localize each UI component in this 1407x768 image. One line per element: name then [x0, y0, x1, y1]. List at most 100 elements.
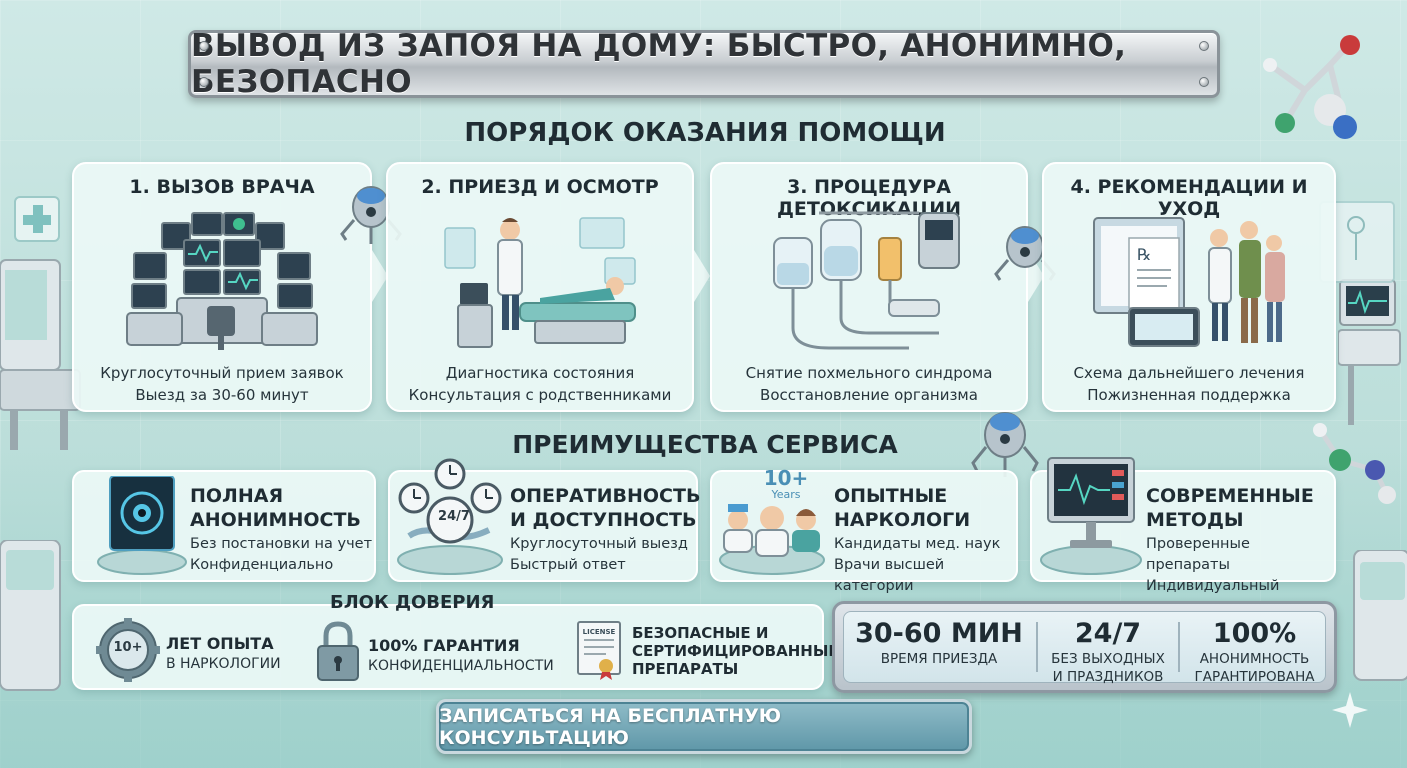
advantage-card-methods: СОВРЕМЕННЫЕ МЕТОДЫ Проверенные препараты… [1030, 457, 1336, 615]
advantage-title: СОВРЕМЕННЫЕ МЕТОДЫ [1146, 484, 1314, 532]
step-title: 1. ВЫЗОВ ВРАЧА [129, 176, 315, 198]
advantage-card-availability: 24/7 ОПЕРАТИВНОСТЬ И ДОСТУПНОСТЬ Круглос… [388, 458, 700, 582]
screw-icon [1199, 41, 1209, 51]
robot-icon [971, 412, 1039, 477]
monitor-icon [1040, 457, 1142, 575]
years-badge-unit: Years [771, 488, 801, 501]
svg-text:℞: ℞ [1137, 245, 1151, 264]
consultation-button[interactable]: ЗАПИСАТЬСЯ НА БЕСПЛАТНУЮ КОНСУЛЬТАЦИЮ [436, 699, 972, 754]
trust-item-title-line: БЕЗОПАСНЫЕ И [632, 624, 769, 642]
medical-cross-icon [14, 196, 60, 242]
padlock-icon [317, 621, 359, 681]
gear-badge-text: 10+ [113, 640, 143, 655]
page-title: ВЫВОД ИЗ ЗАПОЯ НА ДОМУ: БЫСТРО, АНОНИМНО… [191, 28, 1127, 100]
step-line: Снятие похмельного синдрома [745, 364, 993, 382]
cabinet-icon [1353, 550, 1407, 681]
advantage-text-line: Быстрый ответ [510, 557, 626, 573]
stat-value: 24/7 [1074, 618, 1142, 649]
advantage-text-line: Круглосуточный выезд [510, 536, 688, 552]
stat-value: 100% [1212, 618, 1297, 649]
stat-divider [1178, 622, 1180, 672]
step-line: Схема дальнейшего лечения [1073, 364, 1305, 382]
title-plate: ВЫВОД ИЗ ЗАПОЯ НА ДОМУ: БЫСТРО, АНОНИМНО… [188, 28, 1220, 100]
eye-scan-icon [97, 476, 187, 575]
step-line: Восстановление организма [760, 386, 978, 404]
stat-availability: 24/7 БЕЗ ВЫХОДНЫХ И ПРАЗДНИКОВ [1040, 612, 1176, 685]
molecule-icon [1263, 35, 1360, 139]
step-line: Диагностика состояния [445, 364, 635, 382]
stat-label: АНОНИМНОСТЬ [1199, 651, 1310, 667]
consultation-button-label: ЗАПИСАТЬСЯ НА БЕСПЛАТНУЮ КОНСУЛЬТАЦИЮ [439, 704, 782, 749]
advantage-title: ОПЫТНЫЕ НАРКОЛОГИ [834, 484, 970, 532]
advantage-title-line: НАРКОЛОГИ [834, 509, 971, 531]
step-card-call-doctor: 1. ВЫЗОВ ВРАЧА Круглосуточный прием заяв… [72, 162, 372, 412]
step-line: Выезд за 30-60 минут [135, 386, 309, 404]
stat-value: 30-60 МИН [855, 618, 1023, 649]
clocks-icon [397, 458, 503, 575]
stat-divider [1036, 622, 1038, 672]
trust-title: БЛОК ДОВЕРИЯ [330, 592, 495, 613]
care-plan-icon: ℞ [1093, 217, 1285, 347]
iv-drip-icon [773, 211, 960, 350]
stats-display: 30-60 МИН ВРЕМЯ ПРИЕЗДА 24/7 БЕЗ ВЫХОДНЫ… [843, 611, 1327, 685]
trust-item-title: 100% ГАРАНТИЯ [368, 636, 520, 655]
step-line: Пожизненная поддержка [1087, 386, 1291, 404]
advantage-text-line: Проверенные препараты [1146, 536, 1250, 573]
screw-icon [1199, 77, 1209, 87]
advantage-title-line: СОВРЕМЕННЫЕ [1146, 485, 1314, 507]
step-title: 2. ПРИЕЗД И ОСМОТР [421, 176, 659, 198]
screw-icon [199, 77, 209, 87]
advantage-title-line: ОПЕРАТИВНОСТЬ [510, 485, 701, 507]
molecule-icon [1313, 423, 1396, 504]
advantage-title: ПОЛНАЯ АНОНИМНОСТЬ [190, 484, 361, 532]
advantage-title: ОПЕРАТИВНОСТЬ И ДОСТУПНОСТЬ [510, 484, 700, 532]
cabinet-icon [0, 540, 61, 691]
advantage-card-anonymity: ПОЛНАЯ АНОНИМНОСТЬ Без постановки на уче… [72, 470, 376, 582]
step-title: 4. РЕКОМЕНДАЦИИ И УХОД [1070, 176, 1308, 220]
certificate-badge: LICENSE [582, 628, 616, 636]
advantage-title-line: АНОНИМНОСТЬ [190, 509, 361, 531]
trust-block: 10+ ЛЕТ ОПЫТА В НАРКОЛОГИИ 100% ГАРАНТИЯ… [72, 604, 839, 690]
stat-anonymity: 100% АНОНИМНОСТЬ ГАРАНТИРОВАНА [1182, 612, 1327, 685]
advantage-title-line: МЕТОДЫ [1146, 509, 1244, 531]
doctors-icon [719, 504, 825, 575]
step-arrow-icon [372, 250, 388, 302]
stat-label: ВРЕМЯ ПРИЕЗДА [880, 651, 998, 667]
trust-item-title: ЛЕТ ОПЫТА [166, 634, 274, 653]
trust-item-title-line: ПРЕПАРАТЫ [632, 660, 739, 678]
stat-label: ГАРАНТИРОВАНА [1194, 669, 1315, 685]
step-card-arrival-exam: 2. ПРИЕЗД И ОСМОТР Диагностика состояния… [386, 162, 694, 412]
advantage-text-line: Кандидаты мед. наук [834, 536, 1001, 552]
screw-icon [199, 41, 209, 51]
clock-badge: 24/7 [438, 509, 470, 524]
years-badge: 10+ Years [756, 466, 816, 501]
step-arrow-icon [694, 250, 710, 302]
trust-item-sub: В НАРКОЛОГИИ [166, 656, 281, 672]
medical-monitor-icon [1338, 279, 1401, 425]
advantage-title-line: И ДОСТУПНОСТЬ [510, 509, 697, 531]
step-card-recommendations: 4. РЕКОМЕНДАЦИИ И УХОД ℞ Схема дальнейше… [1042, 162, 1336, 412]
step-line: Консультация с родственниками [408, 386, 672, 404]
stat-arrival-time: 30-60 МИН ВРЕМЯ ПРИЕЗДА [844, 612, 1034, 682]
sparkle-icon [1332, 692, 1368, 728]
doctor-exam-icon [444, 217, 636, 348]
gear-badge-icon [96, 618, 160, 682]
stat-label: БЕЗ ВЫХОДНЫХ [1051, 651, 1165, 667]
trust-item-sub: КОНФИДЕНЦИАЛЬНОСТИ [368, 658, 554, 674]
years-badge-number: 10+ [763, 466, 809, 490]
advantage-text-line: Конфиденциально [190, 557, 334, 573]
advantage-text: Без постановки на учет Конфиденциально [190, 534, 372, 576]
advantage-text: Круглосуточный выезд Быстрый ответ [510, 534, 688, 576]
procedure-title: ПОРЯДОК ОКАЗАНИЯ ПОМОЩИ [464, 118, 946, 148]
control-room-icon [126, 212, 318, 350]
advantages-title: ПРЕИМУЩЕСТВА СЕРВИСА [512, 430, 898, 459]
step-line: Круглосуточный прием заявок [100, 364, 344, 382]
advantage-card-doctors: 10+ Years ОПЫТНЫЕ НАРКОЛОГИ Кандидаты ме… [710, 466, 1018, 594]
stat-label: И ПРАЗДНИКОВ [1052, 669, 1164, 685]
advantage-title-line: ПОЛНАЯ [190, 485, 284, 507]
trust-item-title: БЕЗОПАСНЫЕ И СЕРТИФИЦИРОВАННЫЕ ПРЕПАРАТЫ [632, 624, 839, 678]
stats-panel: 30-60 МИН ВРЕМЯ ПРИЕЗДА 24/7 БЕЗ ВЫХОДНЫ… [832, 601, 1337, 693]
step-card-detox: 3. ПРОЦЕДУРА ДЕТОКСИКАЦИИ Снятие похмель… [710, 162, 1028, 412]
certificate-icon [577, 621, 621, 680]
advantage-text-line: Врачи высшей категории [834, 557, 945, 594]
